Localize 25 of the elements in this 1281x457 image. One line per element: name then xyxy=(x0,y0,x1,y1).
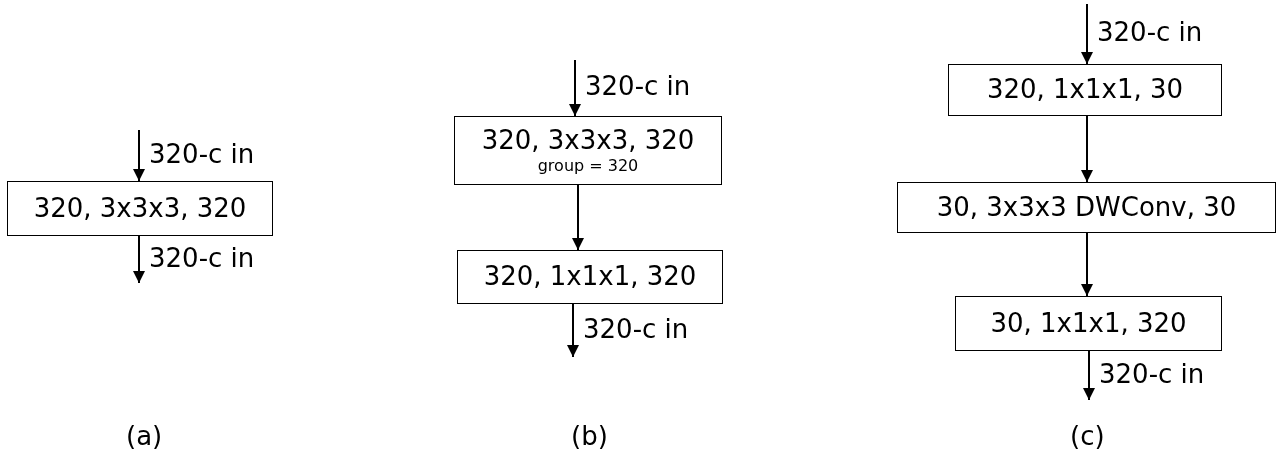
node-label: 30, 1x1x1, 320 xyxy=(990,308,1187,339)
arrow xyxy=(1083,350,1095,401)
process-box xyxy=(897,182,1276,233)
arrow xyxy=(133,129,145,182)
process-box xyxy=(955,296,1222,351)
arrow xyxy=(1081,115,1093,183)
node-label: 320, 1x1x1, 30 xyxy=(986,75,1184,105)
panel-label: (a) xyxy=(126,421,163,451)
process-box xyxy=(948,64,1222,116)
process-box xyxy=(454,116,722,185)
arrow xyxy=(569,59,581,117)
arrow xyxy=(567,303,579,358)
process-box xyxy=(7,181,273,236)
node-label: 30, 3x3x3 DWConv, 30 xyxy=(936,192,1237,223)
panel-label: (b) xyxy=(571,421,608,451)
node-label: 320, 1x1x1, 320 xyxy=(483,262,697,292)
node-label: 320, 3x3x3, 320 xyxy=(481,126,695,156)
arrow xyxy=(1081,232,1093,297)
node-note: group = 320 xyxy=(537,155,639,175)
node-label: 320, 3x3x3, 320 xyxy=(33,193,247,224)
process-box xyxy=(457,250,723,304)
arrow xyxy=(572,184,584,251)
panel-label: (c) xyxy=(1070,421,1105,451)
arrow xyxy=(1081,3,1093,65)
arrow xyxy=(133,235,145,284)
